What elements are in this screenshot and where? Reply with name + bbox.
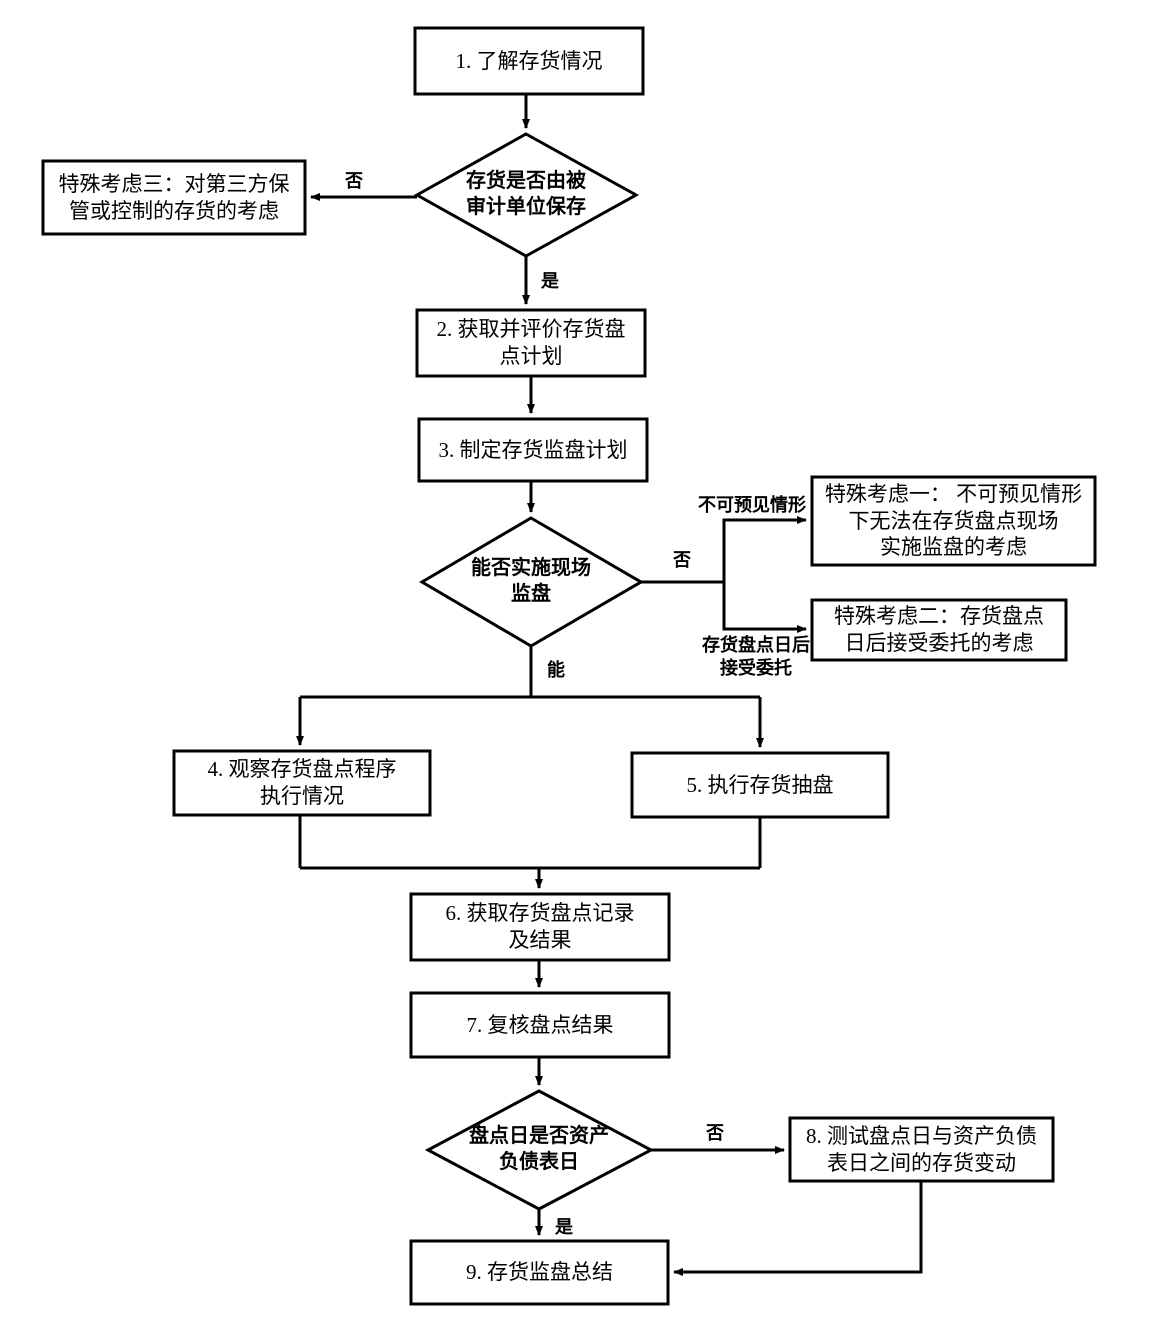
node-step4-shape <box>172 749 432 817</box>
edge-step8-to-step9 <box>673 1181 923 1276</box>
node-decision3-shape <box>424 1089 655 1211</box>
node-special2-shape <box>810 598 1068 662</box>
node-step5-shape <box>630 751 890 819</box>
node-step1-shape <box>413 26 645 96</box>
node-decision1-shape <box>413 132 640 258</box>
node-step9-shape <box>409 1239 670 1306</box>
edge-decision2-to-special1 <box>722 516 807 582</box>
node-step7-shape <box>409 991 671 1059</box>
node-step3-shape <box>417 417 649 483</box>
node-step8-shape <box>788 1116 1055 1183</box>
node-step6-shape <box>409 892 671 962</box>
node-decision2-shape <box>419 516 644 648</box>
node-step2-shape <box>415 308 647 378</box>
edge-decision2-to-special2 <box>722 582 807 633</box>
node-special3-shape <box>41 159 307 236</box>
node-special1-shape <box>810 475 1097 567</box>
